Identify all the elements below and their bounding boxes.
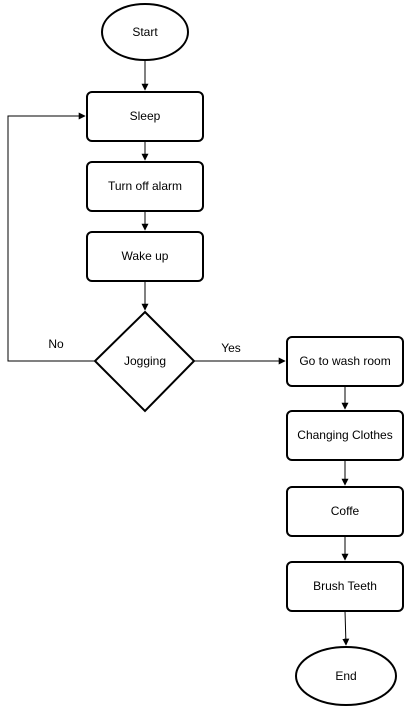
node-turn-off-alarm: Turn off alarm [86, 161, 204, 212]
node-start-label: Start [132, 25, 158, 39]
node-coffe-label: Coffe [331, 504, 360, 518]
node-wake-up-label: Wake up [122, 249, 169, 263]
node-start: Start [101, 3, 189, 61]
node-wake-up: Wake up [86, 231, 204, 282]
edge-label-yes: Yes [221, 341, 241, 355]
node-jogging: Jogging [93, 310, 196, 413]
node-coffe: Coffe [286, 486, 404, 537]
edge-label-no: No [48, 337, 64, 351]
node-sleep: Sleep [86, 91, 204, 142]
node-brush-teeth-label: Brush Teeth [313, 579, 377, 593]
node-go-to-wash-room-label: Go to wash room [299, 354, 390, 368]
node-turn-off-alarm-label: Turn off alarm [108, 179, 182, 193]
edge-brush-teeth-end [342, 610, 350, 646]
node-sleep-label: Sleep [130, 109, 161, 123]
node-end: End [295, 646, 397, 706]
edge-jogging-no-sleep [7, 112, 95, 362]
node-brush-teeth: Brush Teeth [286, 561, 404, 612]
node-go-to-wash-room: Go to wash room [286, 336, 404, 387]
node-jogging-label: Jogging [124, 354, 166, 368]
node-changing-clothes-label: Changing Clothes [297, 428, 392, 442]
node-changing-clothes: Changing Clothes [286, 410, 404, 461]
node-end-label: End [335, 669, 356, 683]
